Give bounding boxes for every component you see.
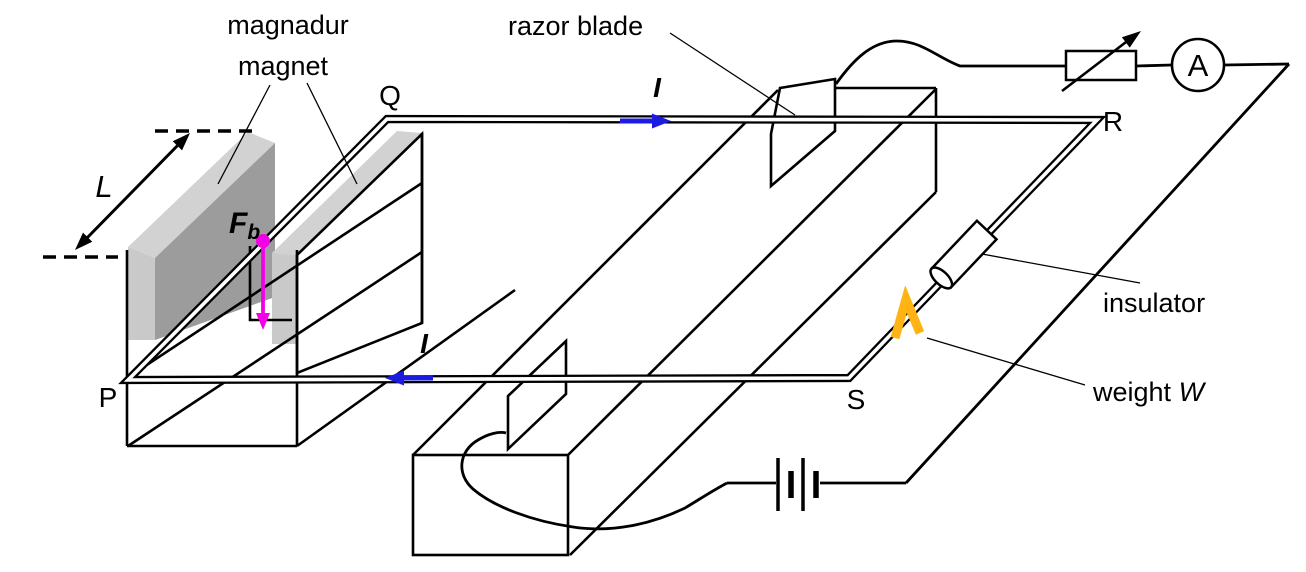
- force-indicator: [256, 234, 270, 330]
- magnadur-magnet-near-pole: [128, 132, 275, 340]
- resistor-body: [1064, 49, 1138, 82]
- yoke-bottom-left-receding-edge: [127, 250, 423, 448]
- ammeter-circle: [1170, 37, 1226, 93]
- leader-magnet-far: [306, 82, 358, 185]
- blade-support-beam: [411, 86, 938, 557]
- ammeter-label: A: [1188, 48, 1209, 83]
- label-current-top: I: [653, 72, 662, 103]
- ammeter: A: [1170, 37, 1226, 93]
- razor-blade-lower: [506, 337, 568, 453]
- insulator-end-cap: [929, 266, 954, 290]
- label-corner-s: S: [847, 384, 866, 415]
- leader-weight: [926, 337, 1086, 386]
- frame-wire-core: [123, 117, 1102, 382]
- leader-insulator: [981, 253, 1141, 284]
- magnet-yoke: [125, 130, 516, 448]
- dimension-arrow-head-lower: [75, 232, 93, 250]
- current-arrow-bottom: [385, 370, 433, 386]
- force-point-dot: [256, 234, 270, 248]
- leader-magnet-near: [217, 84, 271, 185]
- label-razor-blade: razor blade: [508, 11, 643, 41]
- variable-resistor: [1061, 31, 1141, 93]
- wire-resistor-to-ammeter: [1135, 63, 1173, 68]
- lead-lower-blade-to-battery: [460, 431, 728, 531]
- label-weight: weight W: [1092, 377, 1207, 407]
- current-arrow-top-head: [652, 113, 671, 129]
- label-current-bottom: I: [420, 328, 429, 359]
- resistor-arrow-head: [1121, 31, 1141, 48]
- wire-ammeter-to-corner: [1223, 62, 1290, 67]
- wire-return-diagonal: [904, 63, 1291, 484]
- razor-blade-upper: [769, 77, 837, 189]
- insulator-sleeve: [929, 219, 999, 290]
- weight-rider: [890, 285, 925, 340]
- yoke-bottom-right-receding-edge: [296, 288, 516, 448]
- label-insulator: insulator: [1103, 288, 1205, 318]
- leader-razor-blade: [669, 32, 796, 116]
- label-magnadur: magnadur: [227, 10, 349, 40]
- label-length-l: L: [95, 169, 112, 204]
- leader-lines: [217, 32, 1141, 386]
- support-block-front-face: [411, 453, 570, 557]
- wire-frame-pqrs: [118, 114, 1107, 385]
- label-force-fb: Fb: [229, 207, 260, 244]
- gap-floor-edge: [248, 246, 292, 322]
- current-arrow-bottom-head: [385, 370, 404, 386]
- length-dimension: [43, 129, 252, 259]
- dimension-arrow-shaft: [82, 140, 183, 243]
- resistor-arrow-shaft: [1061, 37, 1131, 93]
- far-pole-gap-face-outline: [295, 130, 424, 375]
- lead-upper-blade-to-resistor: [834, 39, 1066, 85]
- beam-top-left-edge: [412, 89, 779, 456]
- yoke-top-receding-edge: [126, 181, 423, 380]
- beam-top-right-edge: [567, 88, 937, 456]
- dimension-arrow-head-upper: [172, 133, 190, 151]
- label-corner-r: R: [1103, 106, 1123, 137]
- external-circuit: [460, 39, 1291, 531]
- battery: [776, 458, 819, 511]
- force-arrow-head: [256, 313, 270, 330]
- near-pole-end-face: [128, 247, 155, 340]
- near-pole-top-face: [128, 132, 275, 258]
- label-corner-p: P: [99, 382, 118, 413]
- current-arrow-top: [620, 113, 671, 129]
- label-corner-q: Q: [379, 80, 401, 111]
- label-magnet: magnet: [238, 51, 329, 81]
- near-pole-front-face: [155, 143, 275, 340]
- far-pole-top-face: [272, 131, 422, 255]
- beam-bottom-right-edge: [569, 191, 937, 556]
